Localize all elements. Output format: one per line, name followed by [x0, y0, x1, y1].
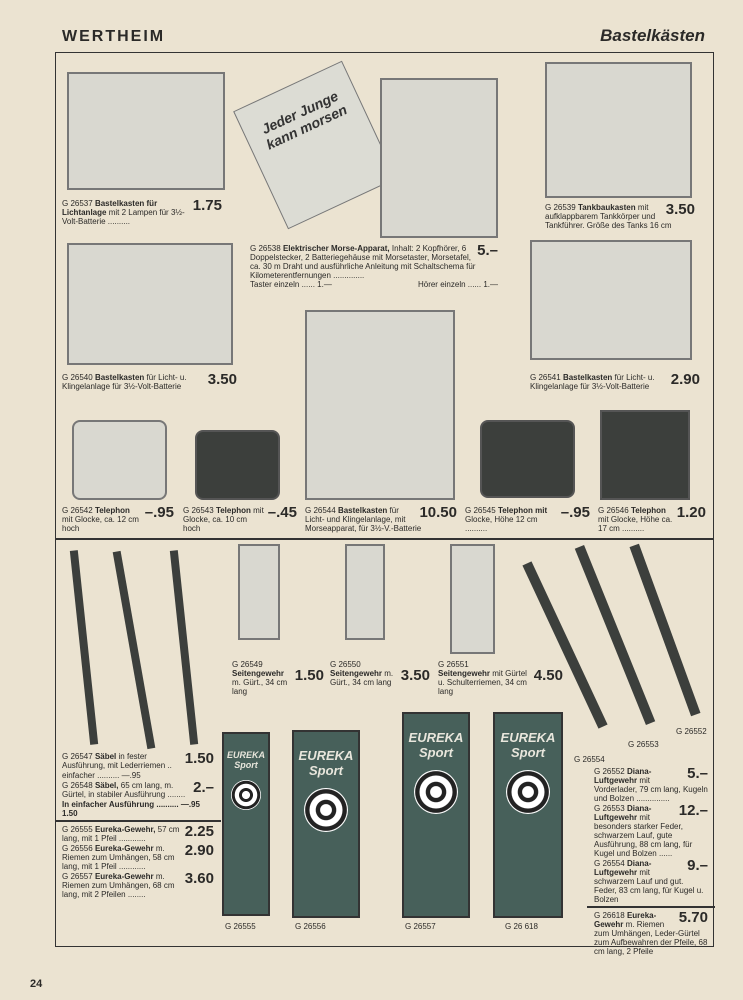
- bell-kit-image: [67, 243, 233, 365]
- image-label-26557: G 26557: [405, 922, 436, 931]
- bayonet-1-image: [238, 544, 280, 640]
- right-caption-column: 5.–G 26552 Diana-Luftgewehr mit Vorderla…: [587, 765, 715, 957]
- column-divider-right: [587, 906, 715, 908]
- caption-26553: 12.–G 26553 Diana-Luftgewehr mit besonde…: [594, 802, 708, 858]
- tank-kit-image: [545, 62, 692, 198]
- column-divider-left: [55, 820, 221, 822]
- caption-26538: 5.–G 26538 Elektrischer Morse-Apparat, I…: [250, 242, 498, 289]
- image-label-26553: G 26553: [628, 740, 659, 749]
- image-label-26618: G 26 618: [505, 922, 538, 931]
- page-frame: [55, 52, 714, 947]
- brand-header: WERTHEIM: [62, 28, 166, 45]
- saber-simple-price: einfacher .......... —.95: [62, 771, 141, 780]
- caption-26548: 2.–G 26548 Säbel, 65 cm lang, m. Gürtel,…: [62, 779, 214, 799]
- lamp-kit-image: [67, 72, 225, 190]
- telephone-4-image: [600, 410, 690, 500]
- large-kit-image: [305, 310, 455, 500]
- bayonet-3-image: [450, 544, 495, 654]
- white-telephone-image: [72, 420, 167, 500]
- image-label-26554: G 26554: [574, 755, 605, 764]
- image-label-26555: G 26555: [225, 922, 256, 931]
- image-label-26552: G 26552: [676, 727, 707, 736]
- saber-2-simple-price: In einfacher Ausführung .......... —.95 …: [62, 800, 200, 818]
- box-lettering: Jeder Junge kann morsen: [259, 87, 350, 153]
- caption-26552: 5.–G 26552 Diana-Luftgewehr mit Vorderla…: [594, 765, 708, 803]
- telephone-3-image: [480, 420, 575, 498]
- section-title: Bastelkästen: [600, 26, 705, 45]
- page-number: 24: [30, 978, 43, 990]
- black-telephone-image: [195, 430, 280, 500]
- morse-board-image: [380, 78, 498, 238]
- image-label-26556: G 26556: [295, 922, 326, 931]
- caption-26554: 9.–G 26554 Diana-Luftgewehr mit schwarze…: [594, 857, 708, 904]
- bell-kit-2-image: [530, 240, 692, 360]
- bayonet-2-image: [345, 544, 385, 640]
- section-divider: [55, 538, 713, 540]
